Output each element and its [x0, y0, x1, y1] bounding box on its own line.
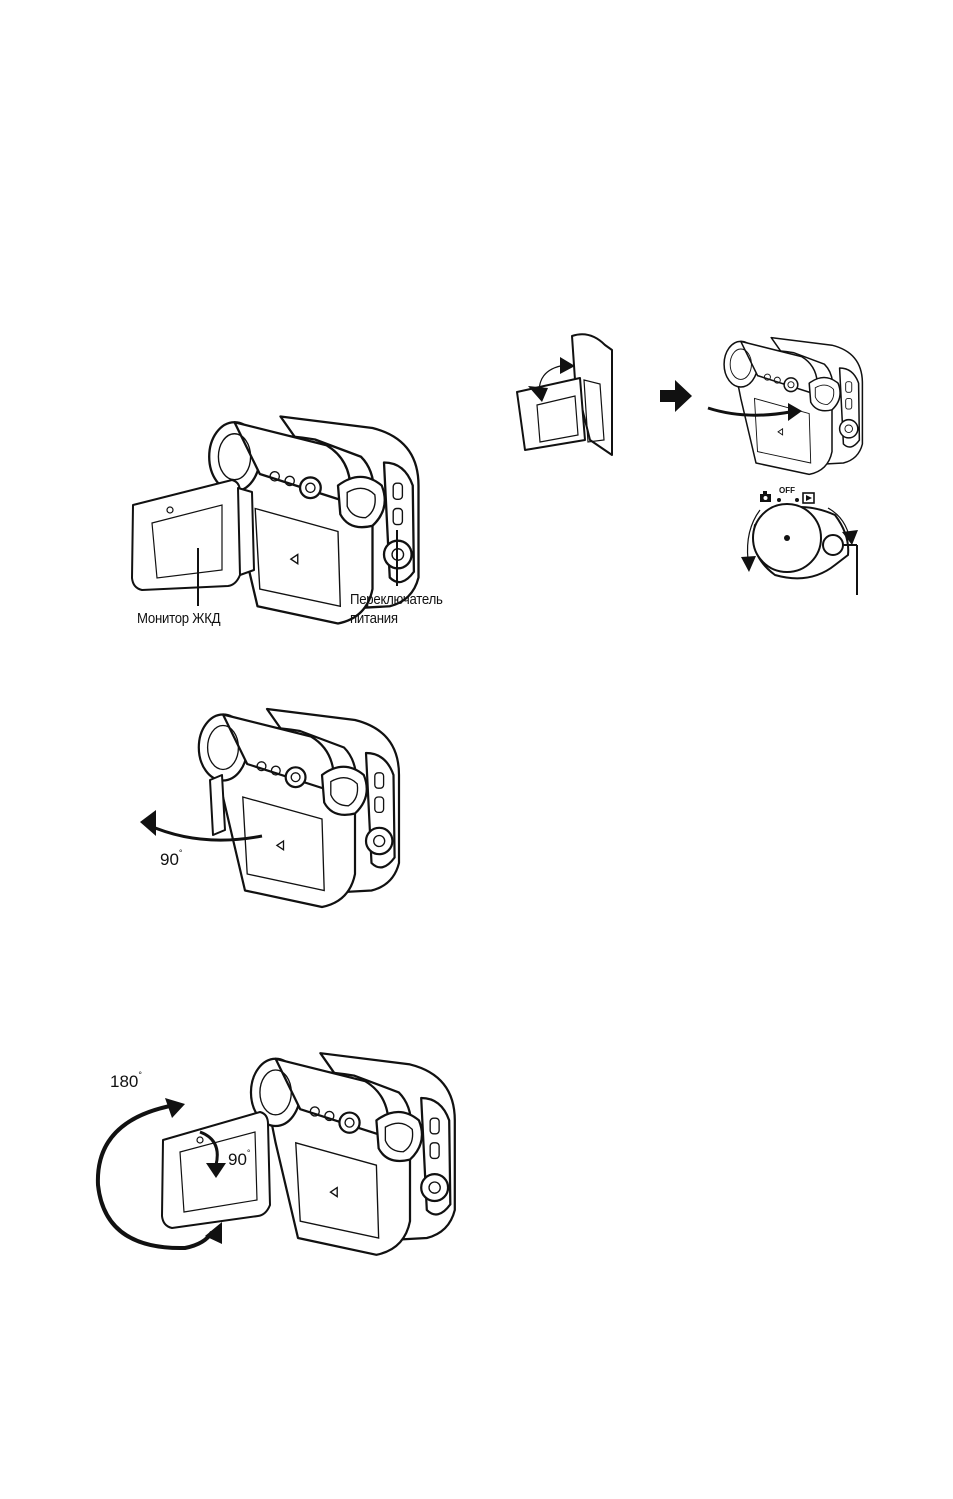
camcorder-lcd-open-90-drawing	[199, 709, 399, 907]
dial-off-label: OFF	[779, 486, 795, 495]
angle-90-inner-label: 90°	[228, 1150, 251, 1170]
camcorder-lcd-rotate-drawing	[251, 1053, 455, 1255]
power-switch-label-line2: питания	[350, 610, 398, 627]
angle-90-label: 90°	[160, 850, 183, 870]
power-dial-drawing	[741, 498, 858, 595]
lcd-monitor-label: Монитор ЖКД	[137, 610, 220, 627]
power-switch-label-line1: Переключатель	[350, 591, 443, 608]
lcd-monitor-panel	[132, 480, 254, 590]
play-icon	[803, 493, 814, 503]
camera-icon	[760, 491, 771, 502]
arrow-right-icon	[660, 380, 692, 412]
angle-180-label: 180°	[110, 1072, 142, 1092]
lcd-flip-drawing	[517, 334, 612, 455]
